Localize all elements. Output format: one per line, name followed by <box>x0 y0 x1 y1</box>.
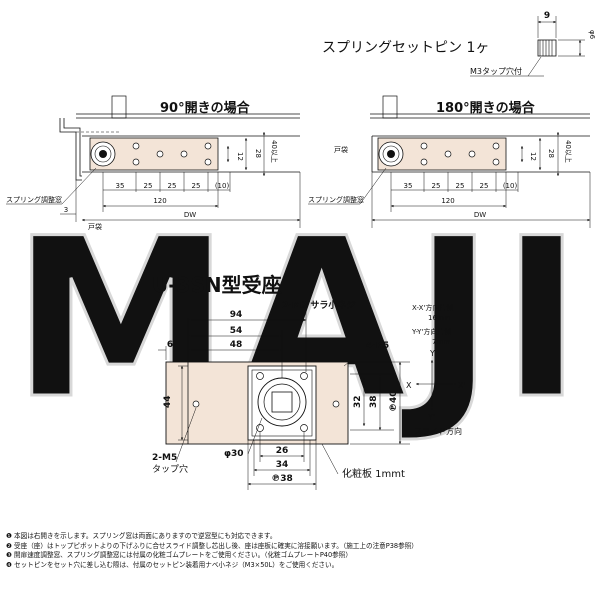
view90-spring-window: スプリング調整窓 <box>6 195 62 204</box>
view90-dim-25c: 25 <box>192 182 201 190</box>
axis-slide-direction: スライド方向 <box>414 426 462 436</box>
axis-y-top: Y <box>429 349 435 358</box>
view180-dim-25a: 25 <box>432 182 441 190</box>
receiver-tap-label-1: 2-M5 <box>152 453 177 463</box>
receiver-r-label: 4-R5 <box>366 341 389 351</box>
view90-dim-35: 35 <box>116 182 125 190</box>
note-item: ❹ セットピンをセット穴に差し込む際は、付属のセットピン装着用ナベ小ネジ（M3×… <box>6 560 339 569</box>
receiver-u3sn: U-3SN型受座 94 54 48 6 2-M3 サラ小ネジ 4-R5 <box>152 273 410 490</box>
view90-dim-25a: 25 <box>144 182 153 190</box>
view90-dim-120: 120 <box>153 197 166 205</box>
view180-dim-dw: DW <box>474 211 486 219</box>
axis-yy-value: 7mm <box>432 338 450 346</box>
view180-dim-120: 120 <box>441 197 454 205</box>
view180-spring-window: スプリング調整窓 <box>308 195 364 204</box>
view180-dim-35: 35 <box>404 182 413 190</box>
receiver-dim-p40: ℗40 <box>389 390 399 412</box>
view180-title: 180°開きの場合 <box>436 100 536 116</box>
view90-dim-3: 3 <box>64 206 68 214</box>
notes-section: ❶ 本図は右開きを示します。スプリング窓は両面にありますので逆窓型にも対応できま… <box>6 532 596 570</box>
view180-dim-40: 40以上 <box>564 140 573 163</box>
view180-dim-25c: 25 <box>480 182 489 190</box>
view90-dim-10: (10) <box>215 182 230 190</box>
spring-pin-dim-phi6: φ6 <box>588 30 596 40</box>
view180-dim-10: (10) <box>503 182 518 190</box>
view90-dim-12: 12 <box>236 152 244 161</box>
note-item: ❷ 受座（座）はトップピボットよりの下げふりに合せスライド調整し芯出し後、座は座… <box>6 541 418 550</box>
spring-pin-title: スプリングセットピン 1ヶ <box>322 40 489 56</box>
view90-title: 90°開きの場合 <box>160 100 251 116</box>
axis-x-right: X' <box>458 381 466 390</box>
view90-dim-dw: DW <box>184 211 196 219</box>
spring-pin-detail: スプリングセットピン 1ヶ M3タップ穴付 9 φ6 <box>322 11 596 77</box>
view90-dim-25b: 25 <box>168 182 177 190</box>
axis-yy-label: Y-Y'方向片側 <box>411 327 451 336</box>
receiver-dim-26: 26 <box>276 446 289 456</box>
receiver-dim-phi30: φ30 <box>224 449 244 459</box>
receiver-tap-label-2: タップ穴 <box>152 463 188 475</box>
view90-door-pocket: 戸袋 <box>88 222 102 231</box>
receiver-dim-38: 38 <box>369 395 379 408</box>
view180-door-pocket: 戸袋 <box>334 145 348 154</box>
axis-xx-value: 16mm <box>428 314 451 322</box>
receiver-dim-32: 32 <box>353 395 363 408</box>
receiver-dim-p38: ℗38 <box>271 474 293 484</box>
receiver-title: U-3SN型受座 <box>152 273 282 297</box>
note-item: ❶ 本図は右開きを示します。スプリング窓は両面にありますので逆窓型にも対応できま… <box>6 532 277 540</box>
receiver-dim-6: 6 <box>167 340 173 350</box>
view-90-degree: 90°開きの場合 12 28 40以上 <box>6 95 301 231</box>
note-item: ❸ 開扉速度調整窓、スプリング調整窓には付属の化粧ゴムプレートをご使用ください。… <box>6 551 352 559</box>
receiver-dim-94: 94 <box>230 310 243 320</box>
view180-dim-28: 28 <box>547 149 555 158</box>
receiver-dim-34: 34 <box>276 460 289 470</box>
view-180-degree: 180°開きの場合 戸袋 12 28 40以上 35 25 25 25 <box>308 95 591 228</box>
slide-axis-spec: X-X'方向片側 16mm Y-Y'方向片側 7mm Y X X' Y' スライ… <box>406 303 466 436</box>
receiver-dim-54: 54 <box>230 326 243 336</box>
axis-x-left: X <box>406 381 412 390</box>
axis-xx-label: X-X'方向片側 <box>412 303 453 312</box>
receiver-screw-label: 2-M3 サラ小ネジ <box>282 299 355 311</box>
spring-pin-dim-9: 9 <box>544 11 550 21</box>
view90-dim-28: 28 <box>254 149 262 158</box>
spring-pin-tap-label: M3タップ穴付 <box>470 66 522 76</box>
receiver-dim-48: 48 <box>230 340 243 350</box>
view90-dim-40: 40以上 <box>270 140 279 163</box>
spring-pin-body <box>537 39 557 57</box>
receiver-dim-44: 44 <box>163 395 173 408</box>
axis-y-bottom: Y' <box>427 413 435 422</box>
receiver-plate-label: 化粧板 1mmt <box>342 467 405 480</box>
view180-dim-25b: 25 <box>456 182 465 190</box>
view180-dim-12: 12 <box>529 152 537 161</box>
